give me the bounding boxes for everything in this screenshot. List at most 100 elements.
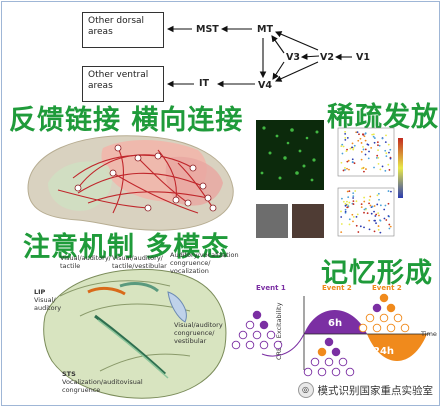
node-v3: V3 [286, 52, 300, 63]
pyramid-event1 [231, 310, 283, 350]
scatter-dot [360, 167, 363, 170]
scatter-dot [360, 158, 363, 161]
scatter-dot [377, 228, 380, 231]
scatter-dot [377, 156, 380, 159]
scatter-dot [340, 223, 343, 225]
brain-connectivity-diagram [27, 135, 234, 231]
scatter-dot [366, 143, 369, 146]
scatter-dot [373, 141, 376, 144]
scatter-dot [385, 134, 387, 137]
scatter-dot [372, 133, 375, 136]
scatter-dot [363, 200, 366, 203]
scatter-dot [381, 137, 384, 140]
wechat-icon: ◎ [297, 382, 314, 398]
scatter-dot [363, 196, 366, 199]
scatter-dot [363, 170, 365, 173]
scatter-dot [385, 219, 388, 221]
scatter-dot [355, 131, 358, 134]
event2b-label: Event 2 [372, 284, 402, 292]
scatter-dot [354, 190, 357, 192]
ventral-areas-label: Other ventral areas [88, 70, 149, 92]
memory-formation-diagram [261, 296, 430, 370]
scatter-dot [340, 210, 342, 213]
scatter-dot [352, 197, 355, 199]
scatter-dot [340, 161, 343, 164]
scatter-dot [388, 151, 390, 154]
scatter-dot [379, 204, 382, 207]
scatter-dot [351, 146, 354, 149]
scatter-dot [363, 135, 366, 138]
scatter-dot [348, 218, 351, 221]
scatter-dot [352, 146, 355, 149]
scatter-dot [376, 141, 379, 144]
dorsal-areas-label: Other dorsal areas [88, 16, 145, 38]
scatter-dot [387, 202, 390, 205]
node-v2: V2 [320, 52, 334, 63]
scatter-dot [364, 153, 367, 156]
scatter-dot [385, 152, 388, 155]
scatter-dot [344, 169, 346, 171]
scatter-dot [364, 139, 367, 142]
scatter-dot [368, 228, 371, 231]
scatter-dot [344, 167, 346, 169]
scatter-dot [376, 203, 379, 206]
multimodal-brain-diagram [43, 268, 227, 399]
scatter-dot [360, 203, 363, 206]
time-6h: 6h [328, 318, 343, 329]
scatter-dot [351, 161, 354, 163]
scatter-dot [344, 138, 347, 141]
scatter-dot [341, 143, 344, 146]
scatter-dot [344, 136, 347, 139]
scatter-dot [370, 146, 373, 149]
scatter-dot [346, 137, 349, 139]
pyramid-event2a [303, 337, 355, 377]
scatter-dot [342, 200, 345, 203]
scatter-dot [344, 208, 347, 211]
scatter-dot [367, 157, 370, 160]
scatter-dot [353, 162, 356, 165]
scatter-dot [355, 200, 358, 203]
scatter-dot [344, 132, 347, 135]
label-feedback-lateral: 反馈链接 横向连接 [9, 105, 244, 136]
scatter-dot [347, 196, 350, 199]
scatter-dot [346, 203, 349, 206]
scatter-dot [362, 148, 365, 151]
annot-lip-desc: Visual/ auditory [34, 296, 62, 312]
scatter-dot [377, 162, 380, 165]
scatter-dot [373, 137, 376, 139]
scatter-dot [353, 144, 356, 147]
scatter-dot [341, 197, 343, 200]
scatter-dot [347, 159, 350, 162]
scatter-dot [368, 219, 371, 222]
scatter-dot [387, 163, 390, 166]
scatter-dot [351, 213, 354, 216]
annot-mip: Visual/auditory/ tactile/vestibular [112, 254, 167, 270]
scatter-dot [389, 225, 392, 228]
scatter-dot [377, 192, 380, 195]
label-attention-multimodal: 注意机制 多模态 [23, 232, 230, 263]
scatter-dot [384, 169, 387, 172]
scatter-dot [373, 230, 376, 233]
scatter-dot [344, 130, 346, 133]
scatter-dot [387, 215, 390, 217]
label-sparse-firing: 稀疏发放 [327, 102, 439, 133]
scatter-dot [376, 194, 379, 197]
scatter-dot [349, 147, 352, 150]
scatter-dot [340, 145, 343, 148]
scatter-dot [373, 166, 375, 169]
scatter-dot [346, 148, 348, 151]
scatter-dot [352, 215, 355, 218]
scatter-dot [345, 150, 348, 152]
scatter-dot [352, 192, 355, 195]
scatter-dot [364, 148, 367, 151]
scatter-dot [374, 215, 377, 217]
scatter-dot [362, 145, 364, 148]
scatter-dot [384, 149, 387, 152]
scatter-dot [364, 208, 367, 211]
scatter-dot [368, 202, 370, 205]
scatter-dot [359, 137, 362, 140]
scatter-dot [363, 208, 366, 211]
scatter-dot [352, 200, 355, 203]
scatter-dot [368, 199, 371, 201]
